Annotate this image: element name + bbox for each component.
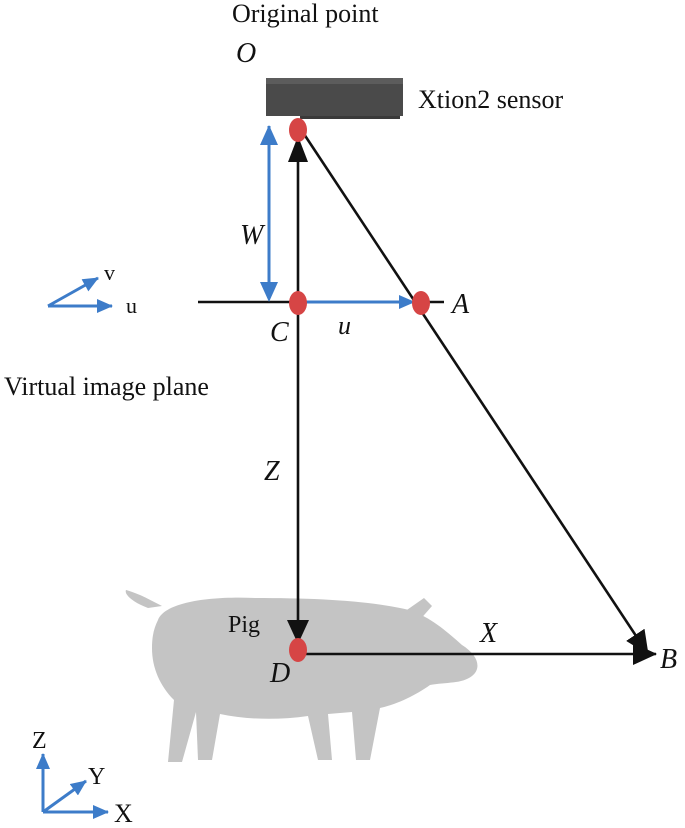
label-O: O <box>236 38 256 69</box>
label-W: W <box>240 220 266 251</box>
pig-label: Pig <box>228 612 260 638</box>
world-axes-icon <box>36 753 109 819</box>
label-Z: Z <box>264 456 280 487</box>
label-B: B <box>660 644 677 675</box>
sensor-label: Xtion2 sensor <box>418 85 564 114</box>
label-A: A <box>450 289 470 320</box>
w-dimension-arrowhead-down <box>260 282 278 302</box>
point-A <box>412 291 430 315</box>
label-u-vector: u <box>338 311 351 340</box>
image-plane-axes-icon <box>47 276 113 313</box>
label-u-axis: u <box>126 293 137 318</box>
pig-silhouette <box>125 590 478 762</box>
label-world-X: X <box>114 799 133 828</box>
xtion2-sensor <box>266 78 403 119</box>
label-D: D <box>269 658 290 689</box>
label-world-Z: Z <box>32 728 47 754</box>
ray-O-to-B <box>298 127 650 655</box>
original-point-label: Original point <box>232 0 379 28</box>
label-world-Y: Y <box>88 764 105 790</box>
point-C <box>289 291 307 315</box>
label-v: v <box>104 260 115 285</box>
virtual-image-plane-label: Virtual image plane <box>4 372 209 401</box>
point-D <box>289 638 307 662</box>
point-O <box>289 118 307 142</box>
label-X: X <box>479 618 498 649</box>
z-axis-up-arrowhead <box>288 136 308 162</box>
label-C: C <box>270 317 289 348</box>
